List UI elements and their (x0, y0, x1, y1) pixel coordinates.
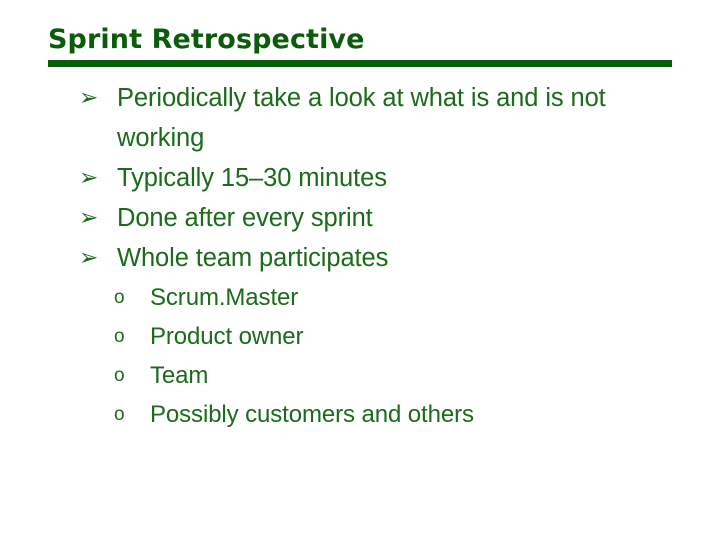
list-item: o Possibly customers and others (48, 395, 698, 434)
wingdings-arrow-bullet-icon: ➢ (79, 165, 99, 191)
hollow-circle-bullet-icon: o (114, 365, 125, 386)
title-divider-rule (48, 60, 672, 67)
page-title: Sprint Retrospective (48, 24, 365, 55)
list-item: o Product owner (48, 317, 698, 356)
list-item: o Team (48, 356, 698, 395)
hollow-circle-bullet-icon: o (114, 326, 125, 347)
list-item-label: Done after every sprint (117, 204, 373, 232)
hollow-circle-bullet-icon: o (114, 404, 125, 425)
wingdings-arrow-bullet-icon: ➢ (79, 85, 99, 111)
list-item: ➢ Done after every sprint (48, 198, 698, 238)
wingdings-arrow-bullet-icon: ➢ (79, 245, 99, 271)
bullet-list-level1: ➢ Periodically take a look at what is an… (48, 78, 698, 434)
list-item: ➢ Periodically take a look at what is an… (48, 78, 698, 158)
list-item: ➢ Whole team participates (48, 238, 698, 278)
list-item: o Scrum.Master (48, 278, 698, 317)
list-item-label: Product owner (150, 323, 304, 350)
list-item-label: Periodically take a look at what is and … (117, 84, 606, 152)
title-block: Sprint Retrospective (48, 24, 672, 67)
bullet-list-level2: o Scrum.Master o Product owner o Team o … (48, 278, 698, 434)
list-item: ➢ Typically 15–30 minutes (48, 158, 698, 198)
list-item-label: Possibly customers and others (150, 401, 474, 428)
list-item-label: Typically 15–30 minutes (117, 164, 387, 192)
list-item-label: Whole team participates (117, 244, 389, 272)
list-item-label: Team (150, 362, 209, 389)
body-content: ➢ Periodically take a look at what is an… (48, 78, 698, 434)
hollow-circle-bullet-icon: o (114, 287, 125, 308)
wingdings-arrow-bullet-icon: ➢ (79, 205, 99, 231)
list-item-label: Scrum.Master (150, 284, 299, 311)
